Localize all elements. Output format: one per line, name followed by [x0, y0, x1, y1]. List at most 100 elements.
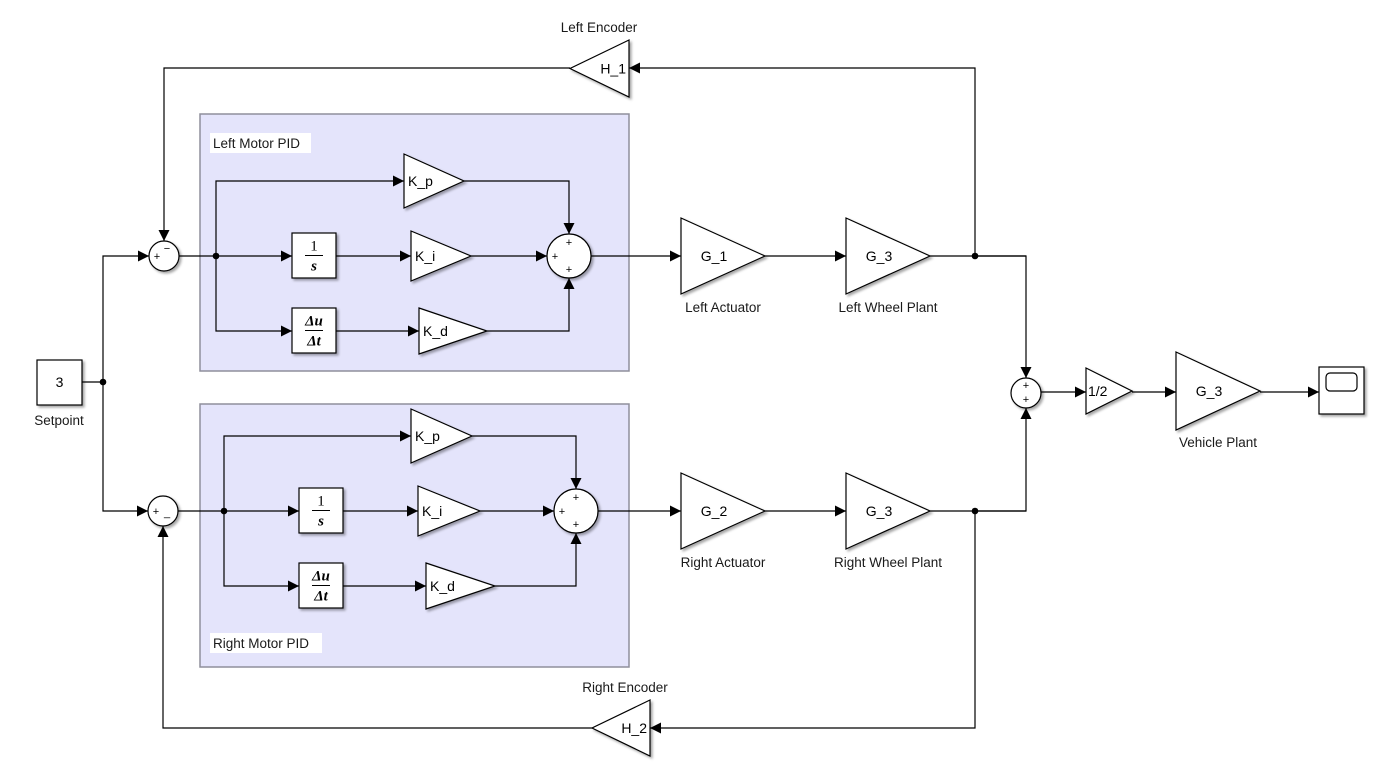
arrowhead [408, 325, 419, 337]
right-to-combiner-wire [975, 408, 1027, 512]
right-kd-gain-value: K_d [430, 578, 455, 594]
average-gain[interactable]: 1/2 [1085, 367, 1134, 415]
average-gain-value: 1/2 [1088, 383, 1108, 399]
left-feedback-wire-in [629, 67, 976, 256]
vehicle-plant-gain[interactable]: G_3 [1175, 351, 1262, 431]
vehicle-plant-label: Vehicle Plant [1179, 435, 1257, 450]
left-p-path-wire [215, 180, 404, 256]
left-wheel-plant-label: Left Wheel Plant [838, 300, 937, 315]
left-pid-sum-sign-left: + [552, 251, 558, 263]
arrowhead [157, 526, 169, 537]
right-feedback-wire-out [162, 526, 592, 729]
left-setpoint-wire [102, 255, 149, 382]
left-actuator-gain[interactable]: G_1 [680, 217, 767, 295]
right-pid-sum-sign-top: + [573, 492, 579, 504]
left-actuator-label: Left Actuator [685, 300, 761, 315]
pid-area-title-bg [210, 633, 322, 653]
left-d-path-wire [215, 256, 292, 332]
left-kd-gain[interactable]: K_d [418, 307, 489, 355]
right-encoder-gain-value: H_2 [621, 720, 647, 736]
right-integrator-block[interactable]: 1s [298, 487, 344, 534]
right-derivative-block-numerator: Δu [311, 569, 330, 585]
arrowhead [563, 278, 575, 289]
right-ki-gain-shape [417, 485, 482, 537]
combiner-sum[interactable]: ++ [1010, 377, 1042, 409]
right-wheel-plant-label: Right Wheel Plant [834, 555, 942, 570]
left-kp-gain-value: K_p [408, 173, 433, 189]
right-encoder-gain[interactable]: H_2 [590, 699, 651, 757]
left-derivative-block-numerator: Δu [304, 314, 323, 330]
left-kd-gain-shape [418, 307, 489, 355]
right-kp-gain[interactable]: K_p [410, 408, 474, 464]
left-actuator-gain-value: G_1 [701, 248, 728, 264]
left-kd-gain-value: K_d [423, 323, 448, 339]
arrowhead [288, 505, 299, 517]
arrowhead [1020, 367, 1032, 378]
left-encoder-gain-shape [568, 39, 630, 98]
right-error-sum-shape [147, 495, 179, 527]
left-wheel-plant-gain-shape [845, 217, 932, 295]
right-kp-out-wire [472, 435, 577, 489]
left-encoder-label: Left Encoder [561, 20, 638, 35]
left-actuator-gain-shape [680, 217, 767, 295]
arrowhead [281, 250, 292, 262]
scope-block[interactable] [1318, 366, 1365, 415]
right-wheel-plant-gain[interactable]: G_3 [845, 472, 932, 550]
arrowhead [670, 250, 681, 262]
left-integrator-block-numerator: 1 [310, 239, 318, 255]
left-pid-sum-sign-top: + [566, 237, 572, 249]
right-encoder-gain-shape [590, 699, 651, 757]
arrowhead [288, 580, 299, 592]
left-kp-gain[interactable]: K_p [403, 153, 466, 209]
left-to-combiner-wire [975, 255, 1027, 378]
arrowhead [835, 505, 846, 517]
arrowhead [393, 175, 404, 187]
arrowhead [650, 722, 661, 734]
arrowhead [138, 250, 149, 262]
right-actuator-label: Right Actuator [681, 555, 766, 570]
right-d-path-wire [223, 511, 299, 587]
right-pid-sum[interactable]: +++ [553, 488, 599, 534]
right-ki-gain-value: K_i [422, 503, 442, 519]
left-encoder-gain[interactable]: H_1 [568, 39, 630, 98]
arrowhead [1020, 408, 1032, 419]
arrowhead [835, 250, 846, 262]
left-error-sum[interactable]: +− [148, 240, 180, 272]
right-error-sum[interactable]: +_ [147, 495, 179, 527]
left-ki-gain[interactable]: K_i [410, 230, 473, 282]
left-feedback-wire-out [163, 67, 570, 241]
right-actuator-gain[interactable]: G_2 [680, 472, 767, 550]
right-pid-sum-sign-left: + [559, 506, 565, 518]
right-pid-sum-shape [553, 488, 599, 534]
left-wheel-plant-gain[interactable]: G_3 [845, 217, 932, 295]
left-error-sum-sign-plus: + [154, 251, 160, 263]
combiner-sign-top: + [1023, 380, 1029, 392]
left-derivative-block-denominator: Δt [306, 334, 321, 350]
right-error-sum-sign-minus: _ [163, 507, 171, 519]
right-ki-gain[interactable]: K_i [417, 485, 482, 537]
left-error-sum-sign-minus: − [164, 243, 170, 255]
arrowhead [543, 505, 554, 517]
arrowhead [137, 505, 148, 517]
right-setpoint-wire [102, 382, 148, 512]
right-wheel-plant-gain-value: G_3 [866, 503, 893, 519]
arrowhead [670, 505, 681, 517]
setpoint-label: Setpoint [34, 413, 84, 428]
right-derivative-block-denominator: Δt [313, 589, 328, 605]
right-kd-gain[interactable]: K_d [425, 562, 497, 610]
arrowhead [1308, 386, 1319, 398]
setpoint-branch-point [99, 378, 107, 386]
setpoint-constant-shape [36, 359, 83, 406]
left-pid-sum-shape [546, 233, 592, 279]
arrowhead [1165, 386, 1176, 398]
setpoint-constant-block[interactable]: 3 [36, 359, 83, 406]
arrowhead [570, 478, 582, 489]
right-actuator-gain-shape [680, 472, 767, 550]
left-integrator-block[interactable]: 1s [291, 232, 337, 279]
right-encoder-label: Right Encoder [582, 680, 668, 695]
arrowhead [629, 62, 640, 74]
arrowhead [281, 325, 292, 337]
left-pid-sum[interactable]: +++ [546, 233, 592, 279]
